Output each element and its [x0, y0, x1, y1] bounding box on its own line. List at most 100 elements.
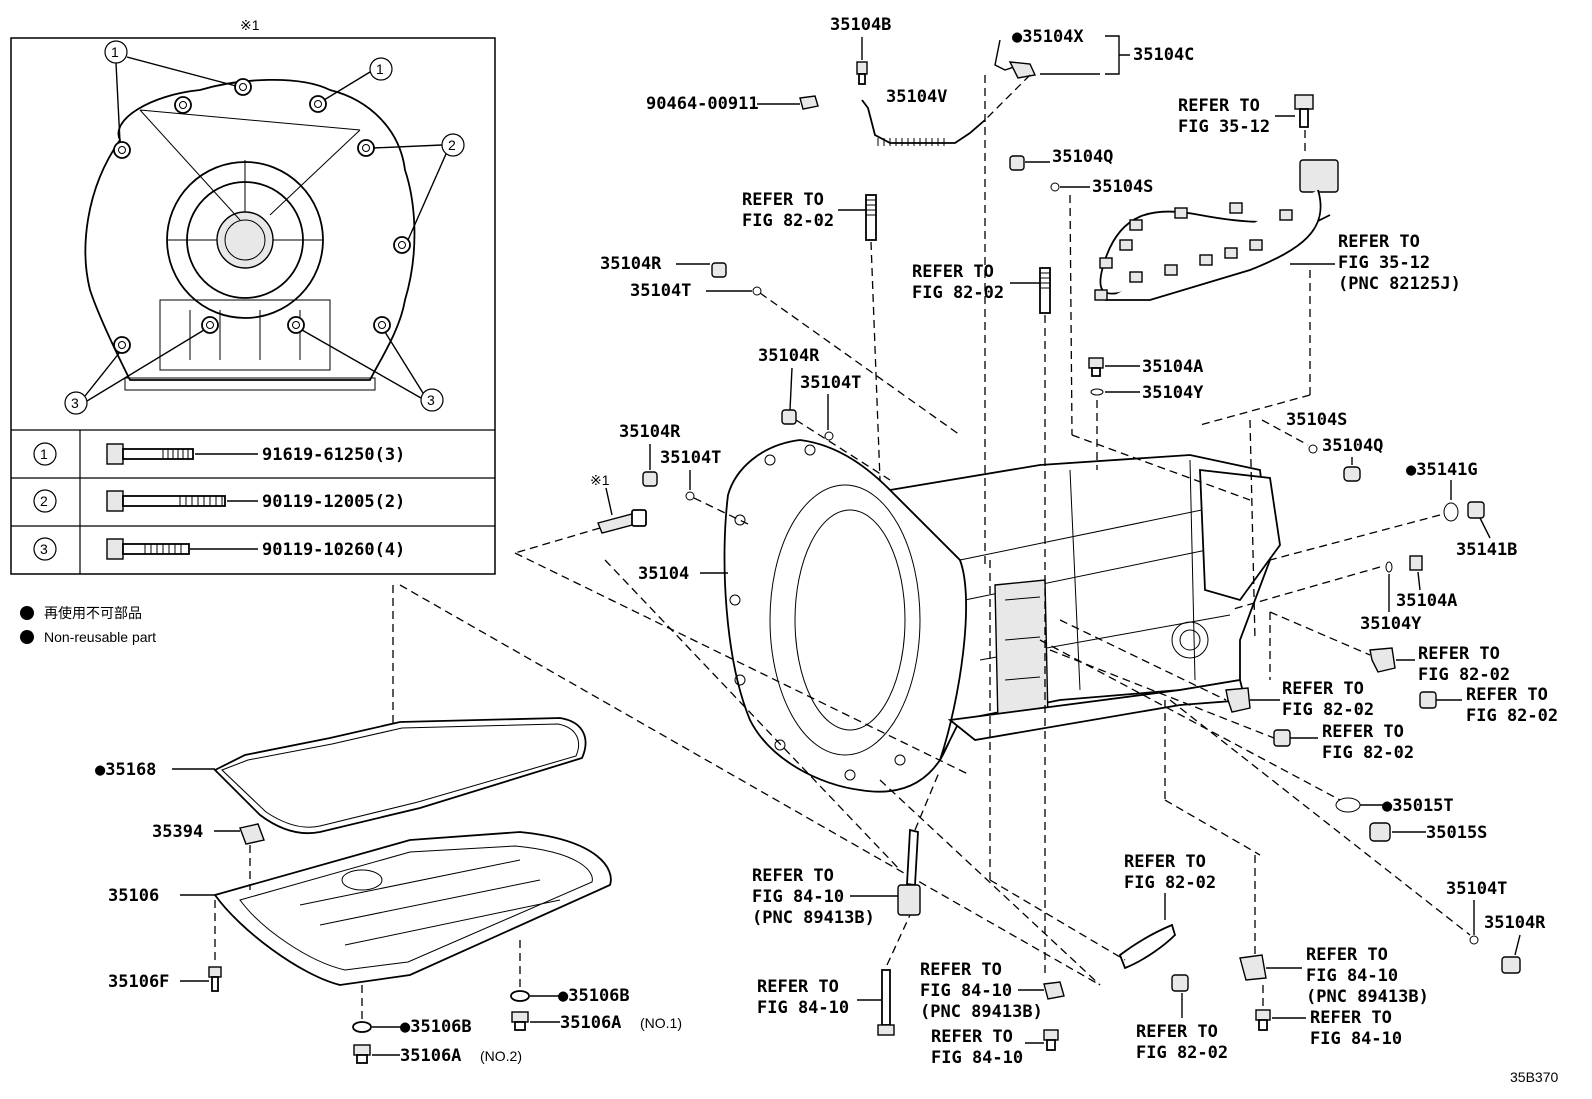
label-35106: 35106: [108, 886, 159, 906]
label-35106A-no2: 35106A: [400, 1046, 461, 1066]
oil-pan-gasket: [213, 717, 587, 835]
ref-84-10-f: REFER TO FIG 84-10: [1255, 985, 1402, 1049]
svg-text:FIG 35-12: FIG 35-12: [1338, 253, 1430, 273]
svg-text:3: 3: [71, 395, 79, 411]
ref-84-10-a: REFER TO FIG 84-10 (PNC 89413B): [752, 769, 941, 928]
callout-2: 2: [372, 133, 465, 241]
bolt-row-3: 3 90119-10260(4): [33, 537, 405, 561]
bolt-row-1: 1 91619-61250(3): [33, 442, 405, 466]
label-35104A-2: 35104A: [1396, 591, 1457, 611]
legend: 再使用不可部品 Non-reusable part: [20, 605, 156, 645]
label-35104T-2: 35104T: [800, 373, 861, 393]
svg-text:(PNC 89413B): (PNC 89413B): [1306, 987, 1429, 1007]
label-35104V: 35104V: [886, 87, 947, 107]
label-35106A-no1-note: (NO.1): [640, 1015, 682, 1031]
label-35106B-bottom: ●35106B: [400, 1017, 472, 1037]
label-35104T-4: 35104T: [1446, 879, 1507, 899]
label-35104S-2: 35104S: [1286, 410, 1347, 430]
label-35106B-right: ●35106B: [558, 986, 630, 1006]
label-35104B: 35104B: [830, 15, 891, 35]
inset-housing-drawing: [84, 78, 416, 391]
svg-text:REFER TO: REFER TO: [1338, 232, 1420, 252]
svg-text:REFER TO: REFER TO: [1136, 1022, 1218, 1042]
svg-text:REFER TO: REFER TO: [1282, 679, 1364, 699]
callout-3-right: 3: [301, 329, 444, 412]
part-35104V-hose: 35104V: [861, 87, 986, 146]
svg-text:REFER TO: REFER TO: [912, 262, 994, 282]
bolt-row-2: 2 90119-12005(2): [33, 489, 405, 513]
svg-text:2: 2: [448, 137, 456, 153]
label-35104T-3: 35104T: [660, 448, 721, 468]
part-35104R-35104T-2: 35104R 35104T: [758, 346, 891, 481]
label-35104Y-2: 35104Y: [1360, 614, 1422, 634]
ref-82-02-g: REFER TO FIG 82-02: [989, 560, 1216, 970]
part-35104B: 35104B: [830, 15, 891, 85]
svg-text:FIG 84-10: FIG 84-10: [1310, 1029, 1402, 1049]
svg-text:REFER TO: REFER TO: [1418, 644, 1500, 664]
callout-3-left: 3: [64, 329, 205, 415]
transmission-case-35104: 35104: [638, 439, 1281, 793]
svg-text:FIG 82-02: FIG 82-02: [1466, 706, 1558, 726]
label-35168: ●35168: [95, 760, 156, 780]
label-35104X: ●35104X: [1012, 27, 1084, 47]
svg-text:FIG 84-10: FIG 84-10: [931, 1048, 1023, 1068]
label-marker1: ※1: [590, 472, 610, 488]
svg-text:(PNC 89413B): (PNC 89413B): [920, 1002, 1043, 1022]
part-35104Q-35104S-top: 35104Q 35104S: [1009, 147, 1251, 501]
ref-82-02-h: REFER TO FIG 82-02: [1136, 700, 1261, 1063]
svg-text:3: 3: [427, 392, 435, 408]
ref-84-10-b: REFER TO FIG 84-10: [757, 914, 911, 1036]
label-35104Q-2: 35104Q: [1322, 436, 1383, 456]
label-35104C: 35104C: [1133, 45, 1194, 65]
label-35104R-1: 35104R: [600, 254, 662, 274]
svg-text:1: 1: [40, 446, 48, 462]
oil-pan-35106: [213, 831, 612, 986]
part-35104S-35104Q-2: 35104S 35104Q: [1249, 410, 1383, 641]
svg-text:REFER TO: REFER TO: [1178, 96, 1260, 116]
part-35015T-35015S: ●35015T 35015S: [1039, 639, 1487, 843]
bolt-part-2: 90119-12005(2): [262, 492, 405, 512]
svg-text:3: 3: [40, 541, 48, 557]
svg-text:FIG 82-02: FIG 82-02: [1418, 665, 1510, 685]
label-35104R-2: 35104R: [758, 346, 820, 366]
svg-text:FIG 82-02: FIG 82-02: [1136, 1043, 1228, 1063]
part-35104A-35104Y-2: 35104A 35104Y: [1229, 555, 1457, 634]
ref-82-02-right-cluster: REFER TO FIG 82-02 REFER TO FIG 82-02 RE…: [1049, 611, 1558, 763]
label-35104Y-1: 35104Y: [1142, 383, 1204, 403]
part-35104T-35104R-4: 35104T 35104R: [1169, 699, 1546, 974]
svg-text:REFER TO: REFER TO: [1124, 852, 1206, 872]
svg-text:(PNC 82125J): (PNC 82125J): [1338, 274, 1461, 294]
label-35141G: ●35141G: [1406, 460, 1478, 480]
label-35104S-top: 35104S: [1092, 177, 1153, 197]
diagram-code: 35B370: [1510, 1069, 1558, 1085]
wire-harness: REFER TO FIG 35-12 REFER TO FIG 35-12 (P…: [1094, 94, 1461, 426]
inset-panel: ※1: [10, 17, 496, 575]
label-35106A-no2-note: (NO.2): [480, 1048, 522, 1064]
svg-text:2: 2: [40, 493, 48, 509]
oil-pan-group: ●35168 35394 35106 35106F ●35106B 35106A…: [95, 585, 682, 1066]
part-35104A-35104Y-1: 35104A 35104Y: [1088, 357, 1204, 470]
svg-text:FIG 82-02: FIG 82-02: [742, 211, 834, 231]
label-35106F: 35106F: [108, 972, 169, 992]
label-35015T: ●35015T: [1382, 796, 1454, 816]
inset-marker: ※1: [240, 17, 260, 33]
svg-text:REFER TO: REFER TO: [1306, 945, 1388, 965]
ref-84-10-c: REFER TO FIG 84-10 (PNC 89413B): [920, 960, 1065, 1022]
svg-text:(PNC 89413B): (PNC 89413B): [752, 908, 875, 928]
svg-text:FIG 35-12: FIG 35-12: [1178, 117, 1270, 137]
svg-text:FIG 82-02: FIG 82-02: [912, 283, 1004, 303]
ref-84-10-d: REFER TO FIG 84-10: [931, 1027, 1059, 1068]
svg-text:FIG 82-02: FIG 82-02: [1124, 873, 1216, 893]
callout-1-top-right: 1: [323, 57, 393, 101]
label-90464-00911: 90464-00911: [646, 94, 759, 114]
label-35106A-no1: 35106A: [560, 1013, 621, 1033]
svg-text:REFER TO: REFER TO: [1466, 685, 1548, 705]
label-35104A-1: 35104A: [1142, 357, 1203, 377]
marker1-bolt: ※1: [514, 472, 647, 554]
svg-text:REFER TO: REFER TO: [931, 1027, 1013, 1047]
label-35104T-1: 35104T: [630, 281, 691, 301]
part-35104R-35104T-3: 35104R 35104T: [619, 422, 751, 526]
label-35104: 35104: [638, 564, 689, 584]
label-35104Q-top: 35104Q: [1052, 147, 1113, 167]
